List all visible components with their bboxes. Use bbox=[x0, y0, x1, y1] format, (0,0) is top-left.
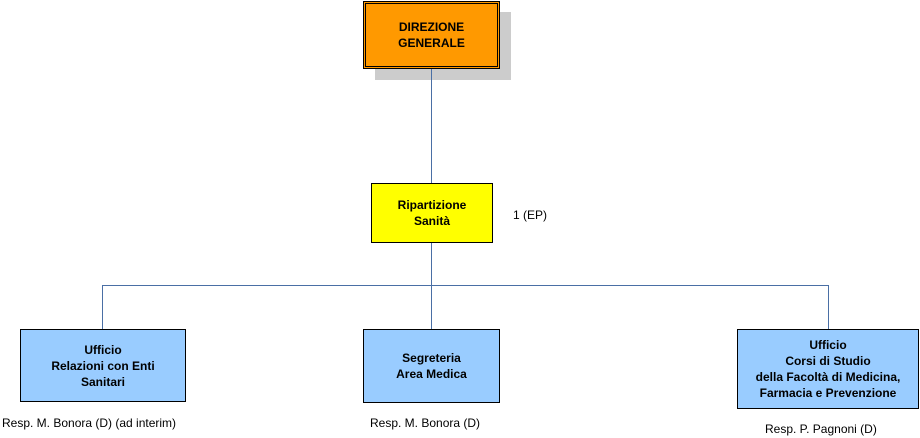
connector-root-division bbox=[431, 69, 432, 183]
resp-corsi: Resp. P. Pagnoni (D) bbox=[765, 422, 877, 436]
resp-relazioni: Resp. M. Bonora (D) (ad interim) bbox=[2, 416, 177, 430]
node-ripartizione-sanita[interactable]: Ripartizione Sanità bbox=[371, 183, 493, 243]
connector-division-bus bbox=[431, 243, 432, 329]
node-segreteria-area-medica[interactable]: Segreteria Area Medica bbox=[363, 329, 500, 403]
division-note: 1 (EP) bbox=[513, 208, 548, 222]
node-ufficio-corsi-di-studio[interactable]: Ufficio Corsi di Studio della Facoltà di… bbox=[737, 329, 919, 409]
node-ufficio-relazioni-enti-sanitari[interactable]: Ufficio Relazioni con Enti Sanitari bbox=[20, 329, 186, 402]
connector-bus bbox=[102, 285, 829, 286]
connector-left bbox=[102, 285, 103, 329]
connector-right bbox=[828, 285, 829, 329]
resp-segreteria: Resp. M. Bonora (D) bbox=[370, 416, 481, 430]
node-direzione-generale[interactable]: DIREZIONE GENERALE bbox=[363, 1, 500, 69]
